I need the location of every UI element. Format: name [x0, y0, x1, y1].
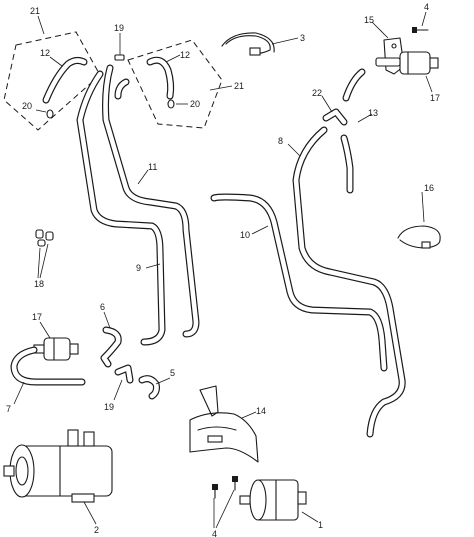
callout-11: 11	[148, 162, 157, 172]
clips-18	[35, 229, 54, 247]
hose-upper-right	[342, 68, 366, 102]
callout-14: 14	[256, 406, 266, 416]
hose-7	[10, 346, 86, 386]
connector-22	[322, 108, 348, 126]
hose-13	[340, 134, 354, 194]
callout-18: 18	[34, 279, 44, 289]
callout-13: 13	[368, 108, 378, 118]
fuel-filter-17-top	[375, 51, 439, 75]
callout-21-left: 21	[30, 6, 40, 16]
connector-19-bottom	[114, 364, 134, 384]
clamp-3	[221, 32, 275, 56]
callout-20-left: 20	[22, 101, 32, 111]
pump-1	[239, 479, 307, 521]
callout-5: 5	[170, 368, 175, 378]
callout-12-left: 12	[40, 48, 50, 58]
clip-20-right	[167, 99, 175, 109]
callout-7: 7	[6, 404, 11, 414]
callout-3: 3	[300, 33, 305, 43]
callout-17-top: 17	[430, 93, 440, 103]
hose-5	[138, 375, 160, 400]
leader-lines	[13, 11, 433, 529]
callout-10: 10	[240, 230, 250, 240]
screw-4-top	[412, 27, 429, 33]
callout-15: 15	[364, 15, 374, 25]
callout-9: 9	[136, 263, 141, 273]
pipe-end-top	[114, 78, 130, 100]
pipe-8	[292, 126, 406, 438]
screws-4-bottom	[212, 476, 238, 499]
callout-6: 6	[100, 302, 105, 312]
callout-1: 1	[318, 520, 323, 530]
callout-12-right: 12	[180, 50, 190, 60]
callout-19-top: 19	[114, 23, 124, 33]
pipe-11	[102, 64, 200, 338]
callout-20-right: 20	[190, 99, 200, 109]
callout-17-left: 17	[32, 312, 42, 322]
connector-19-top	[114, 54, 125, 61]
heat-shield-14	[189, 385, 259, 463]
callout-4-top: 4	[424, 2, 429, 12]
hose-12-right	[146, 56, 175, 100]
hose-12-left	[42, 56, 88, 104]
callout-21-right: 21	[234, 81, 244, 91]
callout-numbers: 21 12 20 19 12 20 21 3 4 15 17 22 13 8 1…	[6, 2, 440, 537]
dashed-kit-box-right	[127, 39, 223, 129]
clamp-16	[397, 225, 441, 249]
fuel-filter-17-left	[33, 337, 79, 361]
hose-6	[100, 326, 122, 368]
callout-4-bottom: 4	[212, 529, 217, 537]
clip-20-left	[46, 109, 54, 119]
callout-2: 2	[94, 525, 99, 535]
callout-19-bottom: 19	[104, 402, 114, 412]
callout-22: 22	[312, 88, 322, 98]
callout-16: 16	[424, 183, 434, 193]
callout-8: 8	[278, 136, 283, 146]
pipe-9	[76, 70, 166, 346]
canister-2	[3, 429, 113, 503]
pipe-10	[210, 193, 388, 372]
dashed-kit-box-left	[3, 31, 101, 131]
